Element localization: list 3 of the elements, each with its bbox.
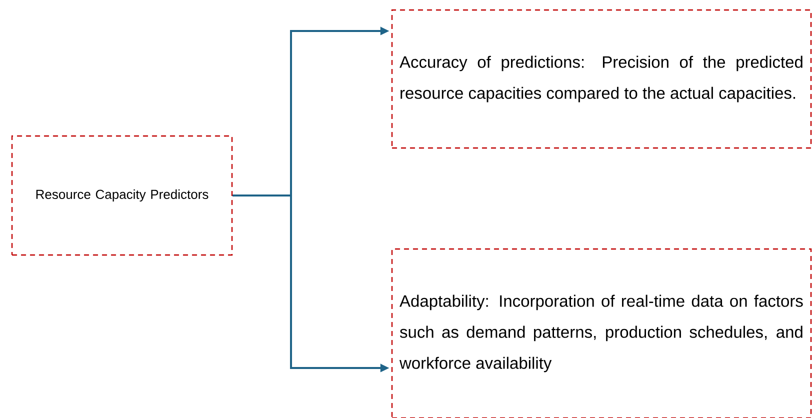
text-box: Adaptability: Incorporation of real-time data on factors such as demand patterns, production schedules, and workforce availability	[391, 248, 812, 418]
text-box: Resource Capacity Predictors	[11, 135, 233, 256]
text-box: Accuracy of predictions: Precision of the predicted resource capacities compared to the actual capacities.	[391, 9, 812, 149]
